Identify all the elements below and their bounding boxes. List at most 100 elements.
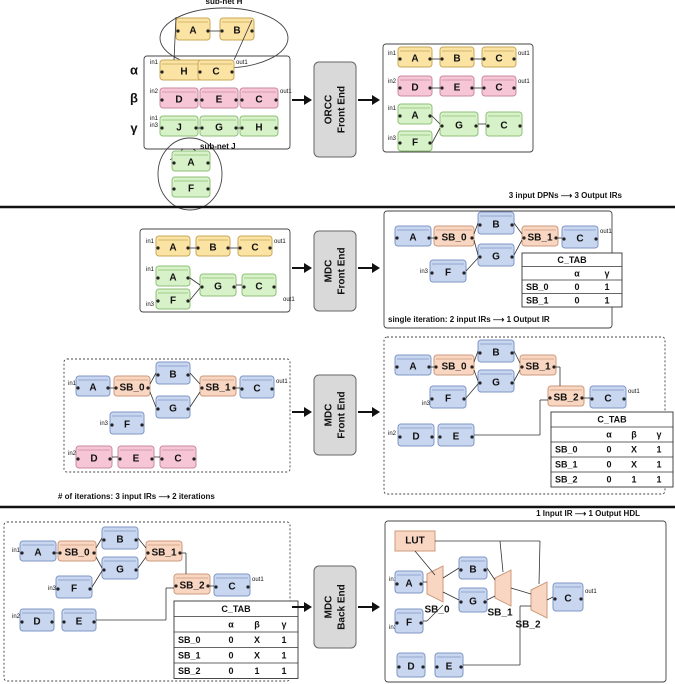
ctab-large-s4-cell: SB_2 (178, 666, 201, 676)
row-gamma-label: γ (130, 121, 138, 136)
connection-line (513, 350, 521, 364)
output-port-dot (270, 387, 274, 391)
mux-sb_2 (530, 581, 548, 619)
output-port-dot (108, 457, 112, 461)
connection-line (95, 537, 103, 549)
actor-g-label: G (215, 123, 223, 134)
port-in3-label: in3 (422, 401, 431, 407)
output-port-dot (470, 57, 474, 61)
ctab-small-cell: SB_1 (526, 295, 549, 305)
section2-caption: single iteration: 2 input IRs ⟶ 1 Output… (388, 315, 550, 324)
actor-a-label: A (409, 233, 416, 244)
actor-f-label: F (406, 618, 412, 629)
ctab-large-s4-cell: 1 (254, 666, 259, 676)
ctab-large-s4-cell: SB_1 (178, 650, 201, 660)
actor-sb_0-label: SB_0 (441, 362, 466, 373)
section3-caption: # of iterations: 3 input IRs ⟶ 2 iterati… (58, 492, 215, 501)
actor-a-label: A (409, 362, 416, 373)
ctab-large-s4-cell: SB_0 (178, 635, 201, 645)
output-port-dot (146, 386, 150, 390)
connection-line (149, 372, 157, 385)
actor-a-box (175, 17, 211, 41)
arrow-s2-in-head (304, 263, 312, 273)
connection-line (465, 257, 479, 272)
arrow-s1-in-head (304, 95, 312, 105)
actor-g-box (199, 115, 239, 137)
output-port-dot (274, 98, 278, 102)
port-in3-label: in3 (420, 269, 429, 275)
stage-orcc-front-end-label-1: Front End (337, 86, 348, 133)
connection-line (513, 239, 523, 256)
output-port-dot (186, 276, 190, 280)
input-port-dot (102, 538, 106, 542)
port-out1-label: out1 (274, 239, 286, 245)
actor-g-label: G (214, 282, 222, 293)
output-port-dot (470, 365, 474, 369)
mux-sb_0-label: SB_0 (424, 605, 449, 616)
actor-e-label: E (133, 454, 140, 465)
ctab-large-s4-cell: X (254, 635, 260, 645)
output-port-dot (52, 551, 56, 555)
input-port-dot (220, 29, 224, 33)
output-port-dot (510, 381, 514, 385)
output-port-dot (459, 665, 463, 669)
stage-orcc-front-end-label-0: ORCC (324, 95, 335, 124)
stage-mdc-front-end-2-label-0: MDC (324, 404, 335, 427)
connection-line (442, 591, 460, 601)
input-port-dot (562, 237, 566, 241)
actor-a-box (155, 235, 191, 257)
actor-sb_1-label: SB_1 (525, 362, 550, 373)
port-out1-label: out1 (252, 577, 264, 583)
input-port-dot (110, 423, 114, 427)
actor-a-label: A (187, 158, 194, 169)
actor-e-label: E (453, 432, 460, 443)
input-port-dot (486, 124, 490, 128)
actor-b-label: B (169, 370, 176, 381)
input-port-dot (395, 365, 399, 369)
actor-c-label: C (495, 54, 502, 65)
output-port-dot (250, 29, 254, 33)
output-port-dot (510, 255, 514, 259)
ctab-large-s3-header: α (606, 430, 612, 440)
input-port-dot (435, 665, 439, 669)
port-out1-label: out1 (236, 60, 248, 66)
actor-f-label: F (124, 420, 130, 431)
input-port-dot (440, 57, 444, 61)
ctab-small-header: γ (604, 268, 609, 278)
input-port-dot (482, 86, 486, 90)
output-port-dot (428, 141, 432, 145)
port-in3-label: in3 (150, 123, 159, 129)
connection-line (149, 391, 157, 408)
output-port-dot (150, 457, 154, 461)
ctab-small-title: C_TAB (557, 255, 587, 265)
actor-d-box (19, 608, 55, 632)
port-out1-label: out1 (283, 297, 295, 303)
input-port-dot (459, 568, 463, 572)
actor-sb_0-label: SB_0 (119, 383, 144, 394)
ctab-large-s4-cell: X (254, 650, 260, 660)
port-in2-label: in2 (150, 89, 159, 95)
actor-c-label: C (212, 67, 219, 78)
actor-f-label: F (445, 394, 451, 405)
port-in1-label: in1 (150, 116, 159, 122)
output-port-dot (232, 386, 236, 390)
actor-a-label: A (411, 111, 418, 122)
actor-a-box (171, 150, 211, 172)
connection-line (95, 556, 103, 569)
actor-g-label: G (492, 378, 500, 389)
connection-line (189, 287, 201, 301)
port-in3-label: in3 (389, 625, 398, 631)
ctab-large-s4-cell: 1 (281, 666, 286, 676)
actor-f-box (429, 385, 467, 409)
port-out1-label: out1 (276, 379, 288, 385)
ctab-large-s3-cell: 1 (656, 445, 661, 455)
actor-e-box (199, 87, 239, 109)
ctab-small-cell: 1 (604, 295, 609, 305)
actor-c-box (239, 87, 279, 109)
actor-d-label: D (411, 83, 418, 94)
input-port-dot (76, 386, 80, 390)
output-port-dot (206, 187, 210, 191)
output-port-dot (622, 397, 626, 401)
actor-c-label: C (500, 121, 507, 132)
